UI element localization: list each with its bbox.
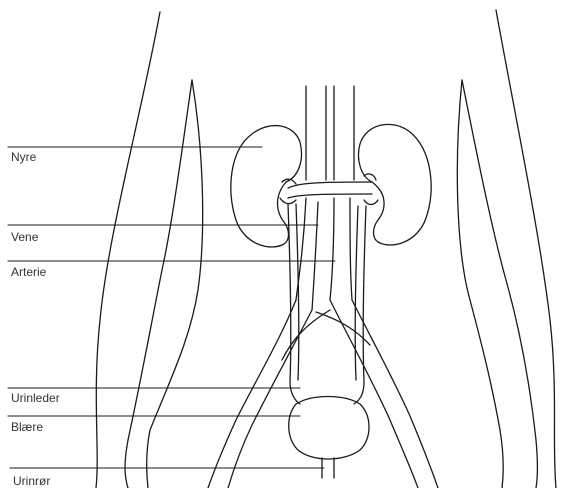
label-arterie: Arterie (11, 265, 46, 279)
muscle-left (125, 80, 203, 488)
label-blaere: Blære (11, 420, 43, 434)
body-left-edge (96, 12, 160, 488)
vena-cava (296, 86, 326, 310)
iliac-vessels (208, 300, 438, 488)
kidney-right (359, 124, 432, 245)
label-nyre: Nyre (11, 150, 36, 164)
leader-lines (8, 147, 335, 468)
aorta (330, 86, 354, 300)
label-urinror: Urinrør (13, 474, 50, 488)
bladder (289, 397, 369, 460)
body-right-edge (496, 10, 556, 488)
renal-vessels (280, 174, 378, 205)
label-vene: Vene (11, 230, 38, 244)
label-urinleder: Urinleder (11, 391, 60, 405)
muscle-right (457, 80, 537, 488)
